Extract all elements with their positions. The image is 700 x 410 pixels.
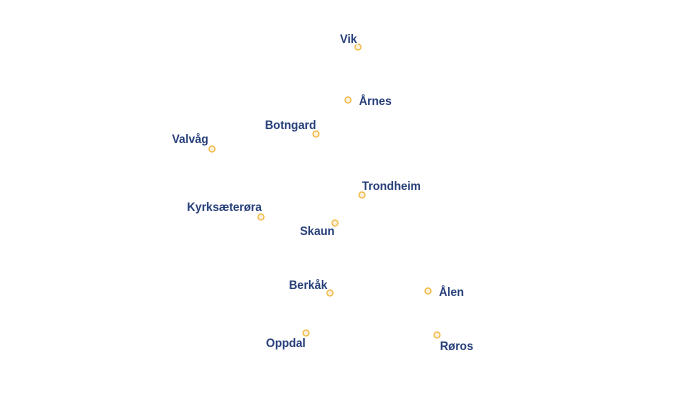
place-label-berkak: Berkåk (289, 280, 328, 292)
place-marker-icon[interactable] (424, 287, 432, 295)
place-label-valvag: Valvåg (172, 134, 208, 146)
place-valvag[interactable]: Valvåg (171, 133, 216, 153)
place-marker-icon[interactable] (326, 289, 334, 297)
place-marker-icon[interactable] (433, 331, 441, 339)
place-berkak[interactable]: Berkåk (288, 279, 334, 297)
place-oppdal[interactable]: Oppdal (265, 329, 310, 352)
place-label-oppdal: Oppdal (266, 338, 306, 350)
place-marker-icon[interactable] (208, 145, 216, 153)
place-marker-icon[interactable] (358, 191, 366, 199)
place-marker-icon[interactable] (331, 219, 339, 227)
place-trondheim[interactable]: Trondheim (358, 180, 422, 199)
place-marker-icon[interactable] (312, 130, 320, 138)
place-label-vik: Vik (340, 34, 358, 46)
place-skaun[interactable]: Skaun (299, 219, 339, 240)
place-label-botngard: Botngard (265, 120, 316, 132)
place-marker-icon[interactable] (354, 43, 362, 51)
place-arnes[interactable]: Årnes (344, 94, 393, 110)
place-botngard[interactable]: Botngard (264, 119, 320, 138)
places-layer: VikÅrnesBotngardValvågTrondheimKyrksæter… (171, 33, 475, 355)
place-label-kyrksaeterora: Kyrksæterøra (187, 202, 262, 214)
place-label-arnes: Årnes (359, 95, 392, 108)
place-marker-icon[interactable] (344, 96, 352, 104)
place-marker-icon[interactable] (257, 213, 265, 221)
place-roros[interactable]: Røros (433, 331, 475, 355)
place-label-roros: Røros (440, 341, 473, 353)
place-marker-icon[interactable] (302, 329, 310, 337)
place-vik[interactable]: Vik (339, 33, 362, 51)
place-alen[interactable]: Ålen (424, 285, 465, 301)
place-label-alen: Ålen (439, 286, 464, 299)
place-kyrksaeterora[interactable]: Kyrksæterøra (186, 201, 265, 221)
place-label-skaun: Skaun (300, 226, 335, 238)
place-label-trondheim: Trondheim (362, 181, 421, 193)
